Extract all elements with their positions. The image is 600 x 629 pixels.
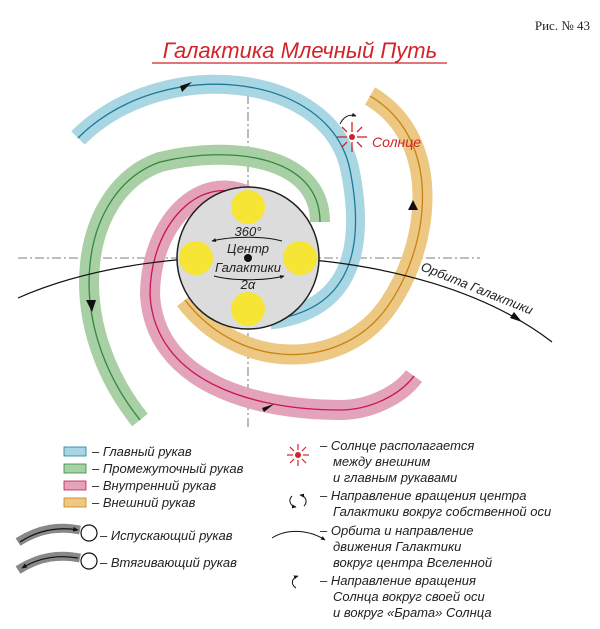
legend-emitting-arm: – Испускающий рукав <box>99 528 233 543</box>
legend-sun-rotation-note-1: – Направление вращения <box>319 573 476 588</box>
legend-sun-note-1: – Солнце располагается <box>319 438 474 453</box>
legend-orbit-icon <box>271 531 326 541</box>
legend-rotation-note-1: – Направление вращения центра <box>319 488 527 503</box>
sun-rotation-arrow <box>339 112 357 125</box>
legend-absorbing-arm: – Втягивающий рукав <box>99 555 237 570</box>
legend-rotation-note-2: Галактики вокруг собственной оси <box>333 504 551 519</box>
legend-intermediate-arm: – Промежуточный рукав <box>91 461 244 476</box>
legend-sun-rotation-icon <box>291 575 299 589</box>
legend-orbit-note-1: – Орбита и направление <box>319 523 473 538</box>
main-arm-arrow <box>180 82 192 92</box>
legend-inner-arm: – Внутренний рукав <box>91 478 216 493</box>
legend-swatch-main <box>63 446 87 457</box>
legend-sun-icon <box>287 444 309 466</box>
outer-arm-arrow <box>408 200 418 210</box>
legend-swatch-outer <box>63 497 87 508</box>
legend-main-arm: – Главный рукав <box>91 444 192 459</box>
legend-sun-rotation-note-3: и вокруг «Брата» Солнца <box>333 605 492 620</box>
legend-orbit-note-3: вокруг центра Вселенной <box>333 555 492 570</box>
inner-arm-arrow <box>262 404 274 412</box>
absorbing-arm-symbol <box>15 551 98 574</box>
legend-outer-arm: – Внешний рукав <box>91 495 196 510</box>
orbit-label: Орбита Галактики <box>419 259 535 318</box>
center-label-line2: Галактики <box>215 260 281 275</box>
main-arm <box>71 74 366 330</box>
center-label-line1: Центр <box>227 241 269 256</box>
legend-sun-rotation-note-2: Солнца вокруг своей оси <box>333 589 485 604</box>
outer-arm <box>177 87 433 365</box>
figure-number: Рис. № 43 <box>535 18 590 33</box>
legend-swatch-inner <box>63 480 87 491</box>
galaxy-center <box>176 186 320 330</box>
legend-rotation-icon <box>289 493 307 509</box>
sun-label: Солнце <box>372 134 421 150</box>
center-angle: 2α <box>240 277 256 292</box>
sun-marker <box>337 122 367 152</box>
emitting-arm-symbol <box>15 523 98 546</box>
center-degrees: 360° <box>235 224 262 239</box>
legend-swatch-intermediate <box>63 463 87 474</box>
page-title: Галактика Млечный Путь <box>163 38 437 63</box>
legend-sun-note-2: между внешним <box>333 454 430 469</box>
inner-arm <box>139 180 423 421</box>
intermediate-arm <box>79 144 330 427</box>
legend-orbit-note-2: движения Галактики <box>333 539 461 554</box>
intermediate-arm-arrow <box>86 300 96 312</box>
orbit-arrow <box>510 312 522 322</box>
legend-sun-note-3: и главным рукавами <box>333 470 457 485</box>
legend: – Главный рукав – Промежуточный рукав – … <box>15 438 551 620</box>
